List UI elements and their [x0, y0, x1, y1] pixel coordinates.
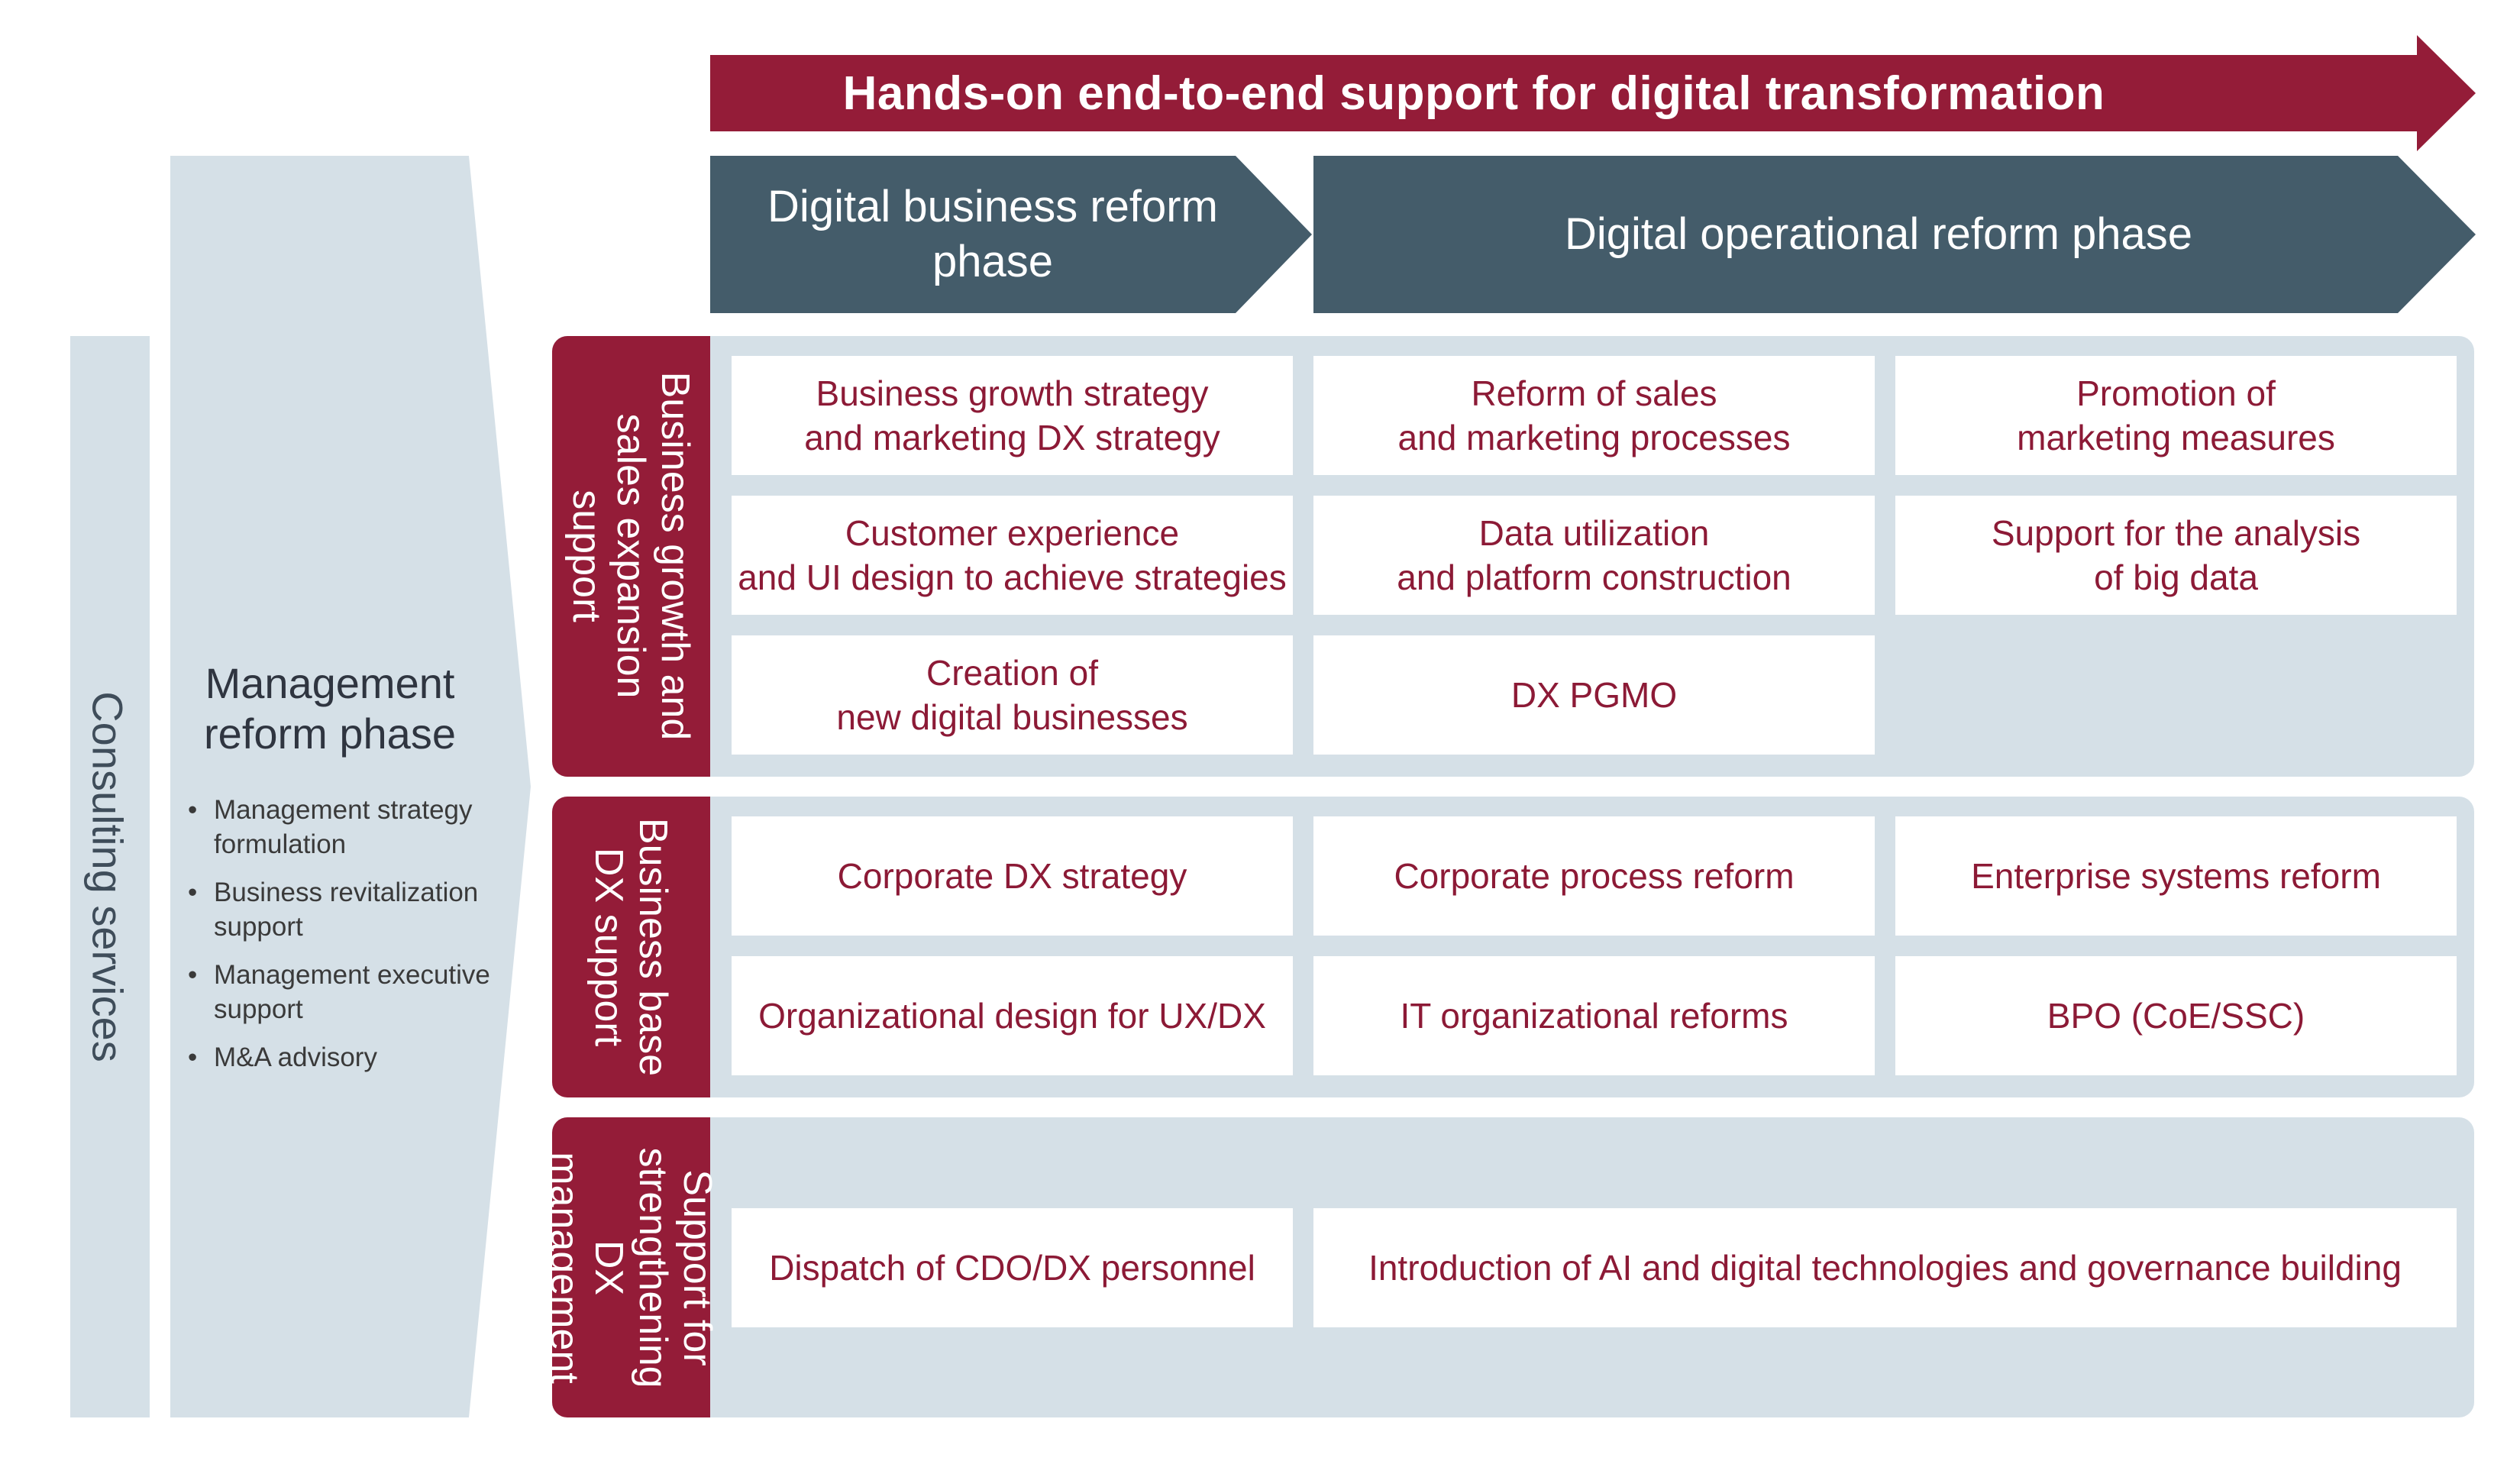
- service-cell: Creation of new digital businesses: [732, 635, 1293, 755]
- end-to-end-arrow: [710, 35, 2476, 151]
- service-cell: Data utilization and platform constructi…: [1313, 496, 1875, 615]
- phase-digital-business: Digital business reform phase: [767, 182, 1218, 286]
- phase-digital-operational: Digital operational reform phase: [1564, 209, 2193, 259]
- group-base-label-block: [552, 797, 710, 1097]
- service-cell: Corporate DX strategy: [732, 816, 1293, 936]
- service-cell: Enterprise systems reform: [1895, 816, 2457, 936]
- group-growth-label-block: [552, 336, 710, 777]
- management-phase-shape: [170, 156, 531, 1417]
- group-growth-label: Business growth and sales expansion supp…: [564, 371, 697, 741]
- service-cell: BPO (CoE/SSC): [1895, 956, 2457, 1075]
- service-cell: Business growth strategy and marketing D…: [732, 356, 1293, 475]
- service-cell: DX PGMO: [1313, 635, 1875, 755]
- management-item: M&A advisory: [188, 1040, 493, 1075]
- management-item: Management strategy formulation: [188, 793, 493, 861]
- service-cell: Corporate process reform: [1313, 816, 1875, 936]
- service-cell: Dispatch of CDO/DX personnel: [732, 1208, 1293, 1327]
- service-cell: Support for the analysis of big data: [1895, 496, 2457, 615]
- management-item: Management executive support: [188, 958, 493, 1026]
- group-management-label: Support for strengthening DX management: [542, 1147, 719, 1388]
- consulting-services-bar: [70, 336, 150, 1417]
- management-items-list: Management strategy formulation Business…: [188, 793, 493, 1088]
- management-phase-title: Management reform phase: [204, 659, 456, 758]
- service-cell: Introduction of AI and digital technolog…: [1313, 1208, 2457, 1327]
- service-cell: Customer experience and UI design to ach…: [732, 496, 1293, 615]
- end-to-end-banner-text: Hands-on end-to-end support for digital …: [842, 66, 2105, 120]
- consulting-services-label: Consulting services: [83, 691, 132, 1062]
- service-cell: IT organizational reforms: [1313, 956, 1875, 1075]
- service-cell: Reform of sales and marketing processes: [1313, 356, 1875, 475]
- group-management-label-block: [552, 1117, 710, 1417]
- service-cell: Organizational design for UX/DX: [732, 956, 1293, 1075]
- service-cell: Promotion of marketing measures: [1895, 356, 2457, 475]
- digital-business-phase-chevron: [710, 156, 1312, 313]
- management-item: Business revitalization support: [188, 875, 493, 944]
- digital-operational-phase-chevron: [1313, 156, 2476, 313]
- group-base-label: Business base DX support: [586, 817, 675, 1077]
